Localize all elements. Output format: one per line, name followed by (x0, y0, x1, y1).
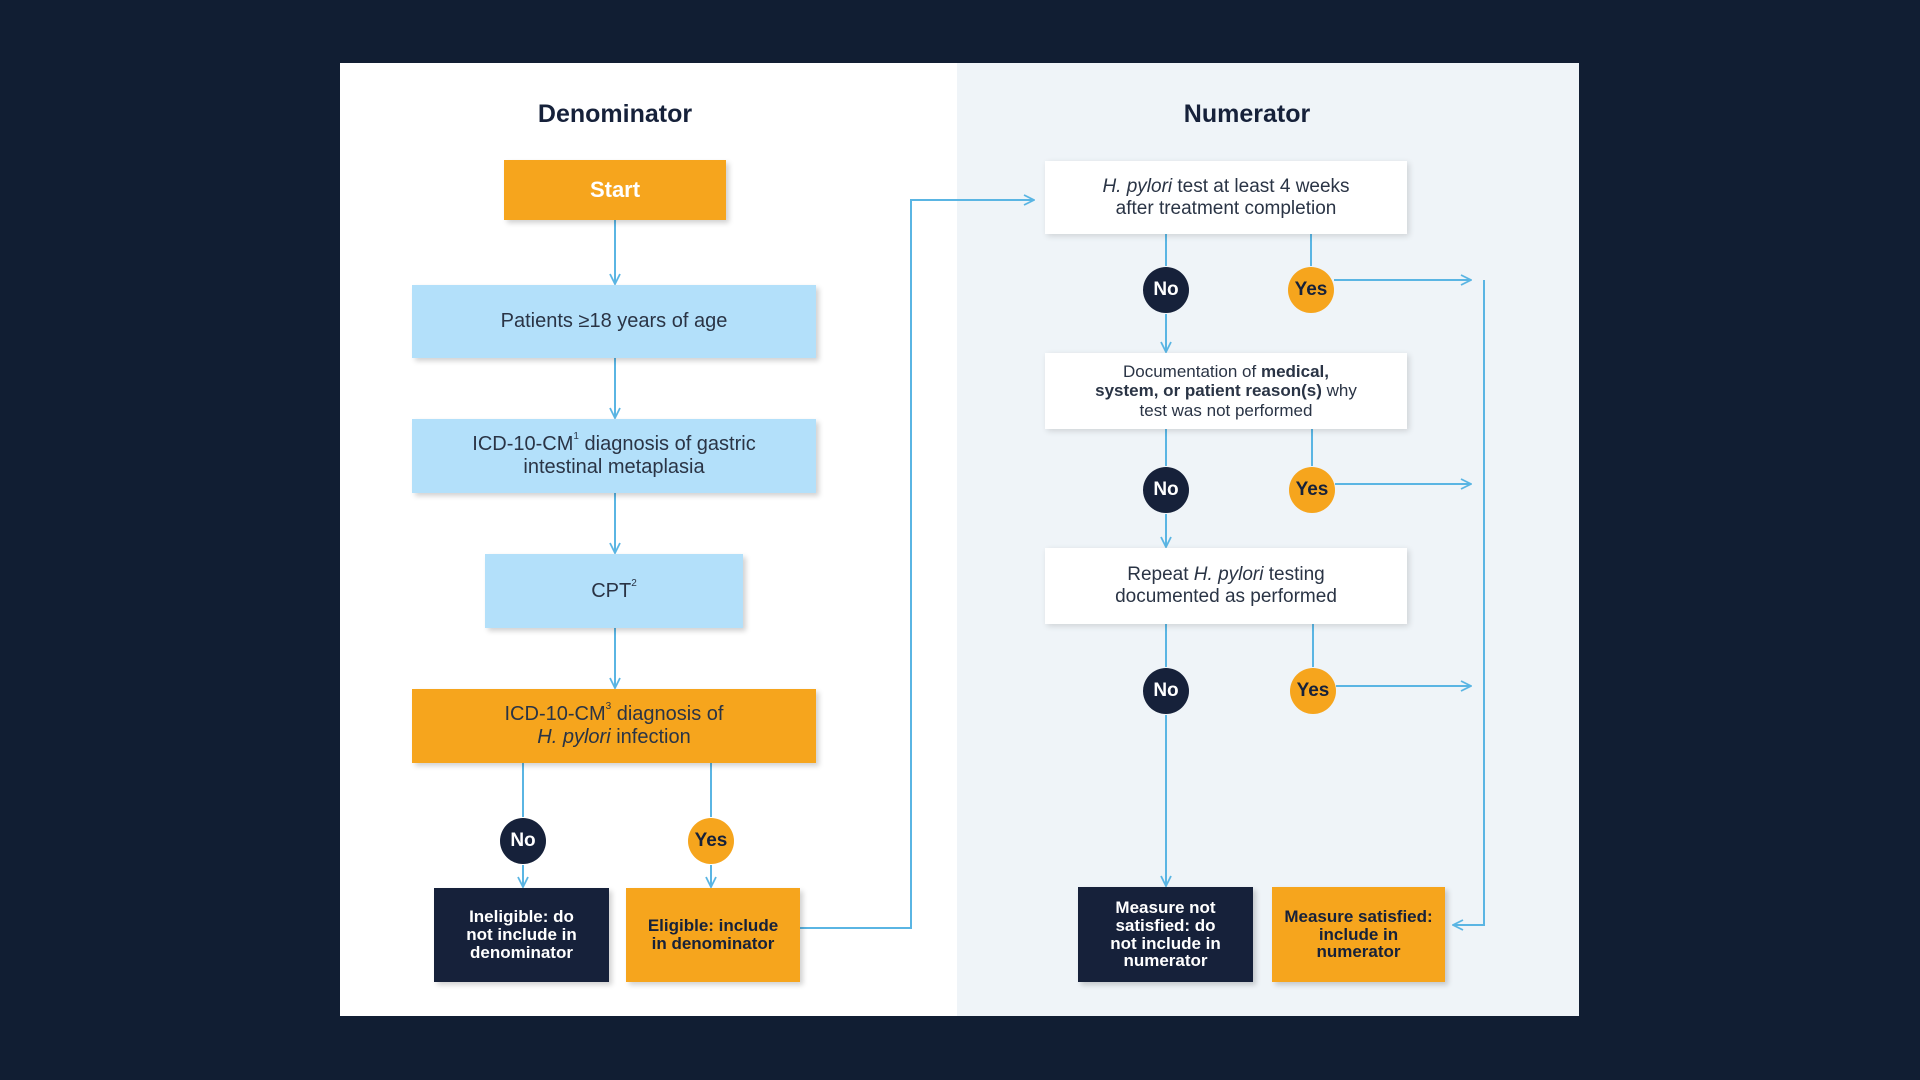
documentation-no-badge: No (1143, 467, 1189, 513)
repeat-yes-badge: Yes (1290, 668, 1336, 714)
icd1-text: ICD-10-CM1 diagnosis of gastric intestin… (472, 431, 756, 478)
denominator-yes-badge: Yes (688, 818, 734, 864)
denominator-no-badge: No (500, 818, 546, 864)
ineligible-box: Ineligible: do not include in denominato… (434, 888, 609, 982)
measure-not-satisfied-box: Measure not satisfied: do not include in… (1078, 887, 1253, 982)
repeat-test-box: Repeat H. pylori testing documented as p… (1045, 548, 1407, 624)
repeat-test-text: Repeat H. pylori testing documented as p… (1115, 564, 1337, 607)
connector-lines (340, 63, 1485, 1016)
cpt-text: CPT2 (591, 577, 637, 602)
test-box: H. pylori test at least 4 weeks after tr… (1045, 161, 1407, 234)
icd1-box: ICD-10-CM1 diagnosis of gastric intestin… (412, 419, 816, 493)
documentation-box: Documentation of medical, system, or pat… (1045, 353, 1407, 429)
cpt-box: CPT2 (485, 554, 743, 628)
test-yes-badge: Yes (1288, 267, 1334, 313)
eligible-box: Eligible: include in denominator (626, 888, 800, 982)
flowchart-card: Denominator Start Patients ≥18 years of … (340, 63, 1579, 1016)
start-box: Start (504, 160, 726, 220)
documentation-text: Documentation of medical, system, or pat… (1095, 361, 1357, 420)
arrow-collector-to-satisfied (1453, 280, 1485, 925)
patients-age-box: Patients ≥18 years of age (412, 285, 816, 358)
test-no-badge: No (1143, 267, 1189, 313)
documentation-yes-badge: Yes (1289, 467, 1335, 513)
numerator-heading: Numerator (1183, 100, 1311, 128)
arrow-eligible-to-test (800, 200, 1034, 929)
denominator-heading: Denominator (537, 100, 693, 128)
measure-satisfied-box: Measure satisfied: include in numerator (1272, 887, 1445, 982)
repeat-no-badge: No (1143, 668, 1189, 714)
test-text: H. pylori test at least 4 weeks after tr… (1102, 175, 1350, 219)
